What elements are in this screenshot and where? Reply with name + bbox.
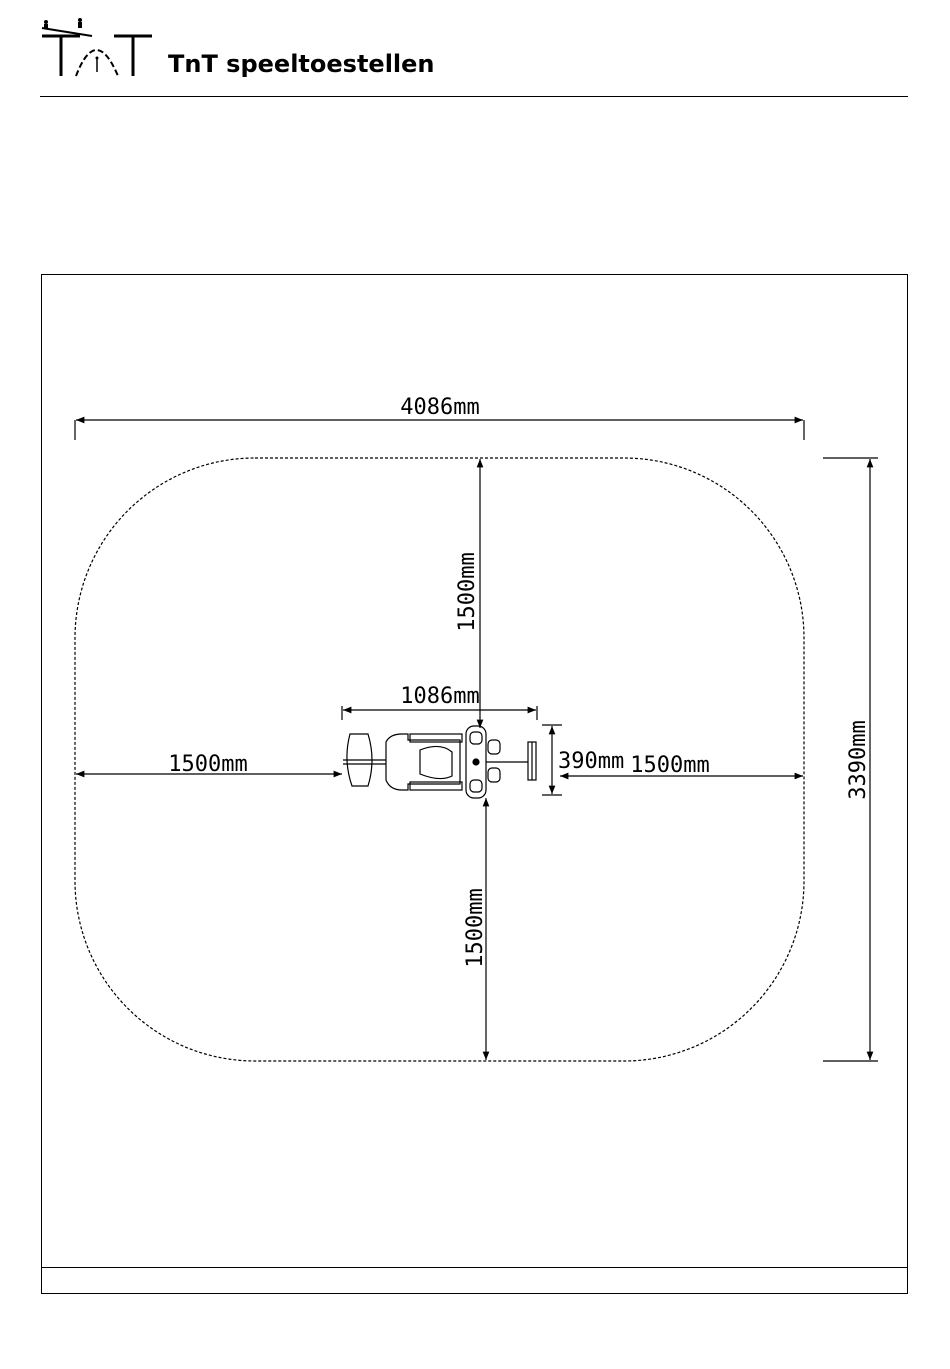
dimension-left-clearance: 1500mm <box>76 752 342 777</box>
seesaw-top-view-icon <box>343 726 536 798</box>
dimension-overall-depth: 3390mm <box>823 458 878 1061</box>
dimension-overall-width: 4086mm <box>75 395 804 440</box>
dimension-bottom-clearance: 1500mm <box>463 798 488 1060</box>
dimension-equipment-length-label: 1086mm <box>400 684 479 709</box>
dimension-overall-width-label: 4086mm <box>400 395 479 420</box>
dimension-left-clearance-label: 1500mm <box>168 752 247 777</box>
dimension-overall-depth-label: 3390mm <box>846 720 871 799</box>
dimension-top-clearance-label: 1500mm <box>455 552 480 631</box>
dimension-right-clearance-label: 1500mm <box>630 753 709 778</box>
dimension-equipment-length: 1086mm <box>342 684 537 720</box>
dimension-bottom-clearance-label: 1500mm <box>463 888 488 967</box>
dimension-equipment-width-label: 390mm <box>558 749 624 774</box>
dimension-equipment-width: 390mm <box>542 725 624 795</box>
